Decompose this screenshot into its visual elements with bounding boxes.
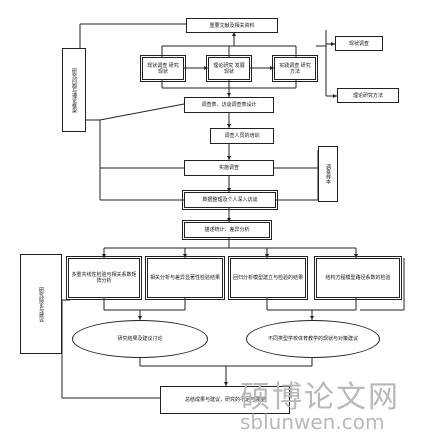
node-f5: 描述统计、差异分析 xyxy=(182,220,272,240)
node-b2: 理论研究 发展现状 xyxy=(206,55,252,82)
node-q1-label: 多重共线性检验与相关系数矩阵分析 xyxy=(71,272,137,284)
node-o1-label: 研究结果及建议讨论 xyxy=(117,336,163,342)
node-o1: 研究结果及建议讨论 xyxy=(72,320,208,358)
node-f2-label: 调查人员的培训 xyxy=(224,133,260,139)
node-b3: 实践调查 研究方法 xyxy=(272,55,318,82)
node-f4: 数据整理及个人深入访谈 xyxy=(182,190,278,210)
node-q3: 回归分析模型建立与检验的结果 xyxy=(228,256,308,300)
node-top-label: 重要文献及相关资料 xyxy=(209,22,255,29)
node-b1: 现状调查 研究现状 xyxy=(140,55,186,82)
watermark-title: 硕博论文网 xyxy=(240,380,400,415)
node-q1: 多重共线性检验与相关系数矩阵分析 xyxy=(66,256,142,300)
node-bottom: 总结成果与建议，研究的不足与展望 xyxy=(160,386,290,414)
node-f3: 实施调查 xyxy=(184,160,274,176)
node-o2-label: 不同类型学校体育教学的现状与对策建议 xyxy=(267,336,358,342)
node-q4-label: 结构方程模型路径系数的检验 xyxy=(325,275,391,281)
node-o2: 不同类型学校体育教学的现状与对策建议 xyxy=(246,320,380,358)
node-top: 重要文献及相关资料 xyxy=(186,18,278,33)
node-rightv: 调查样本 xyxy=(318,146,338,202)
node-bottom-label: 总结成果与建议，研究的不足与展望 xyxy=(184,397,265,403)
node-q2: 相关分析与差异显著性检验结果 xyxy=(145,256,225,300)
node-r2: 理论研究方法 xyxy=(337,88,399,103)
node-q4: 结构方程模型路径系数的检验 xyxy=(314,256,402,300)
node-r1-label: 现状调查 xyxy=(348,40,369,47)
node-b3-label: 实践调查 研究方法 xyxy=(279,62,311,75)
node-q3-label: 回归分析模型建立与检验的结果 xyxy=(233,275,304,281)
node-b1-label: 现状调查 研究现状 xyxy=(147,62,179,75)
node-leftv2: 研究结论与建议 xyxy=(20,254,62,354)
node-leftv-label: 研究问题与理论框架 xyxy=(71,67,77,113)
node-f1-label: 调查表、访谈调查表设计 xyxy=(201,102,257,108)
node-leftv: 研究问题与理论框架 xyxy=(62,48,86,132)
node-q2-label: 相关分析与差异显著性检验结果 xyxy=(150,275,221,281)
node-f2: 调查人员的培训 xyxy=(210,128,274,144)
node-f1: 调查表、访谈调查表设计 xyxy=(184,97,274,113)
node-f4-label: 数据整理及个人深入访谈 xyxy=(202,197,258,203)
node-b2-label: 理论研究 发展现状 xyxy=(213,62,245,75)
node-r1: 现状调查 xyxy=(335,36,383,51)
node-leftv2-label: 研究结论与建议 xyxy=(38,286,44,322)
node-f3-label: 实施调查 xyxy=(218,165,239,171)
node-rightv-label: 调查样本 xyxy=(325,164,331,184)
watermark-url: sblunwen.com xyxy=(240,410,385,434)
node-r2-label: 理论研究方法 xyxy=(352,92,383,99)
node-f5-label: 描述统计、差异分析 xyxy=(204,227,250,233)
